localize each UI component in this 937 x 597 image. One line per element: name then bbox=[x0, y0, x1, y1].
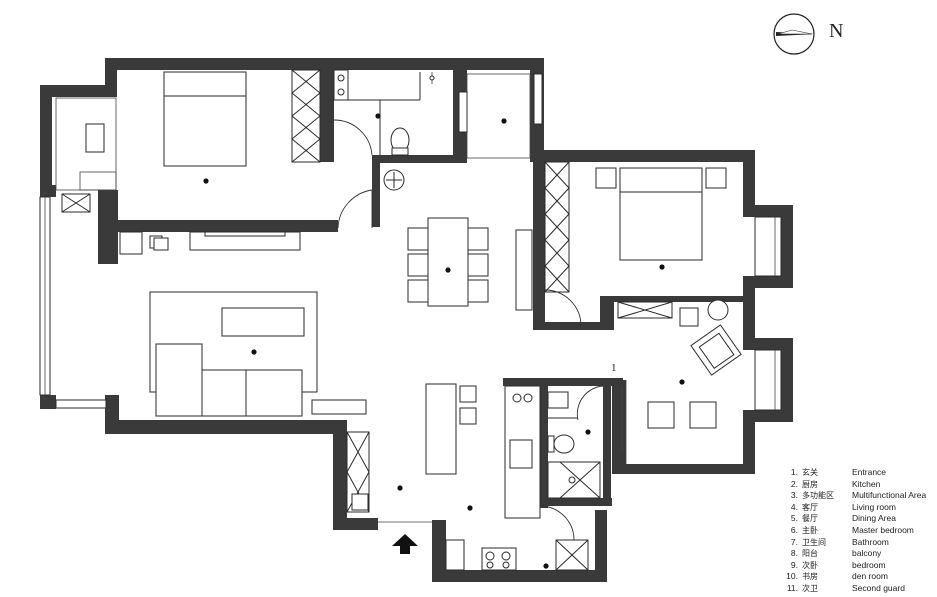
master-bedroom bbox=[544, 161, 782, 327]
north-label: N bbox=[829, 20, 844, 42]
second-bathroom bbox=[547, 385, 604, 499]
compass-icon bbox=[773, 13, 816, 55]
kitchen bbox=[445, 505, 589, 571]
bedroom-left bbox=[55, 69, 373, 229]
living-room bbox=[119, 231, 367, 417]
section-marker: 1 bbox=[611, 362, 617, 374]
den-room bbox=[617, 299, 782, 464]
bathroom-top bbox=[333, 69, 543, 191]
entrance bbox=[346, 431, 432, 554]
dining-area bbox=[407, 217, 533, 311]
room-markers bbox=[203, 113, 685, 569]
multifunctional-area bbox=[425, 383, 541, 519]
walls bbox=[39, 58, 793, 582]
